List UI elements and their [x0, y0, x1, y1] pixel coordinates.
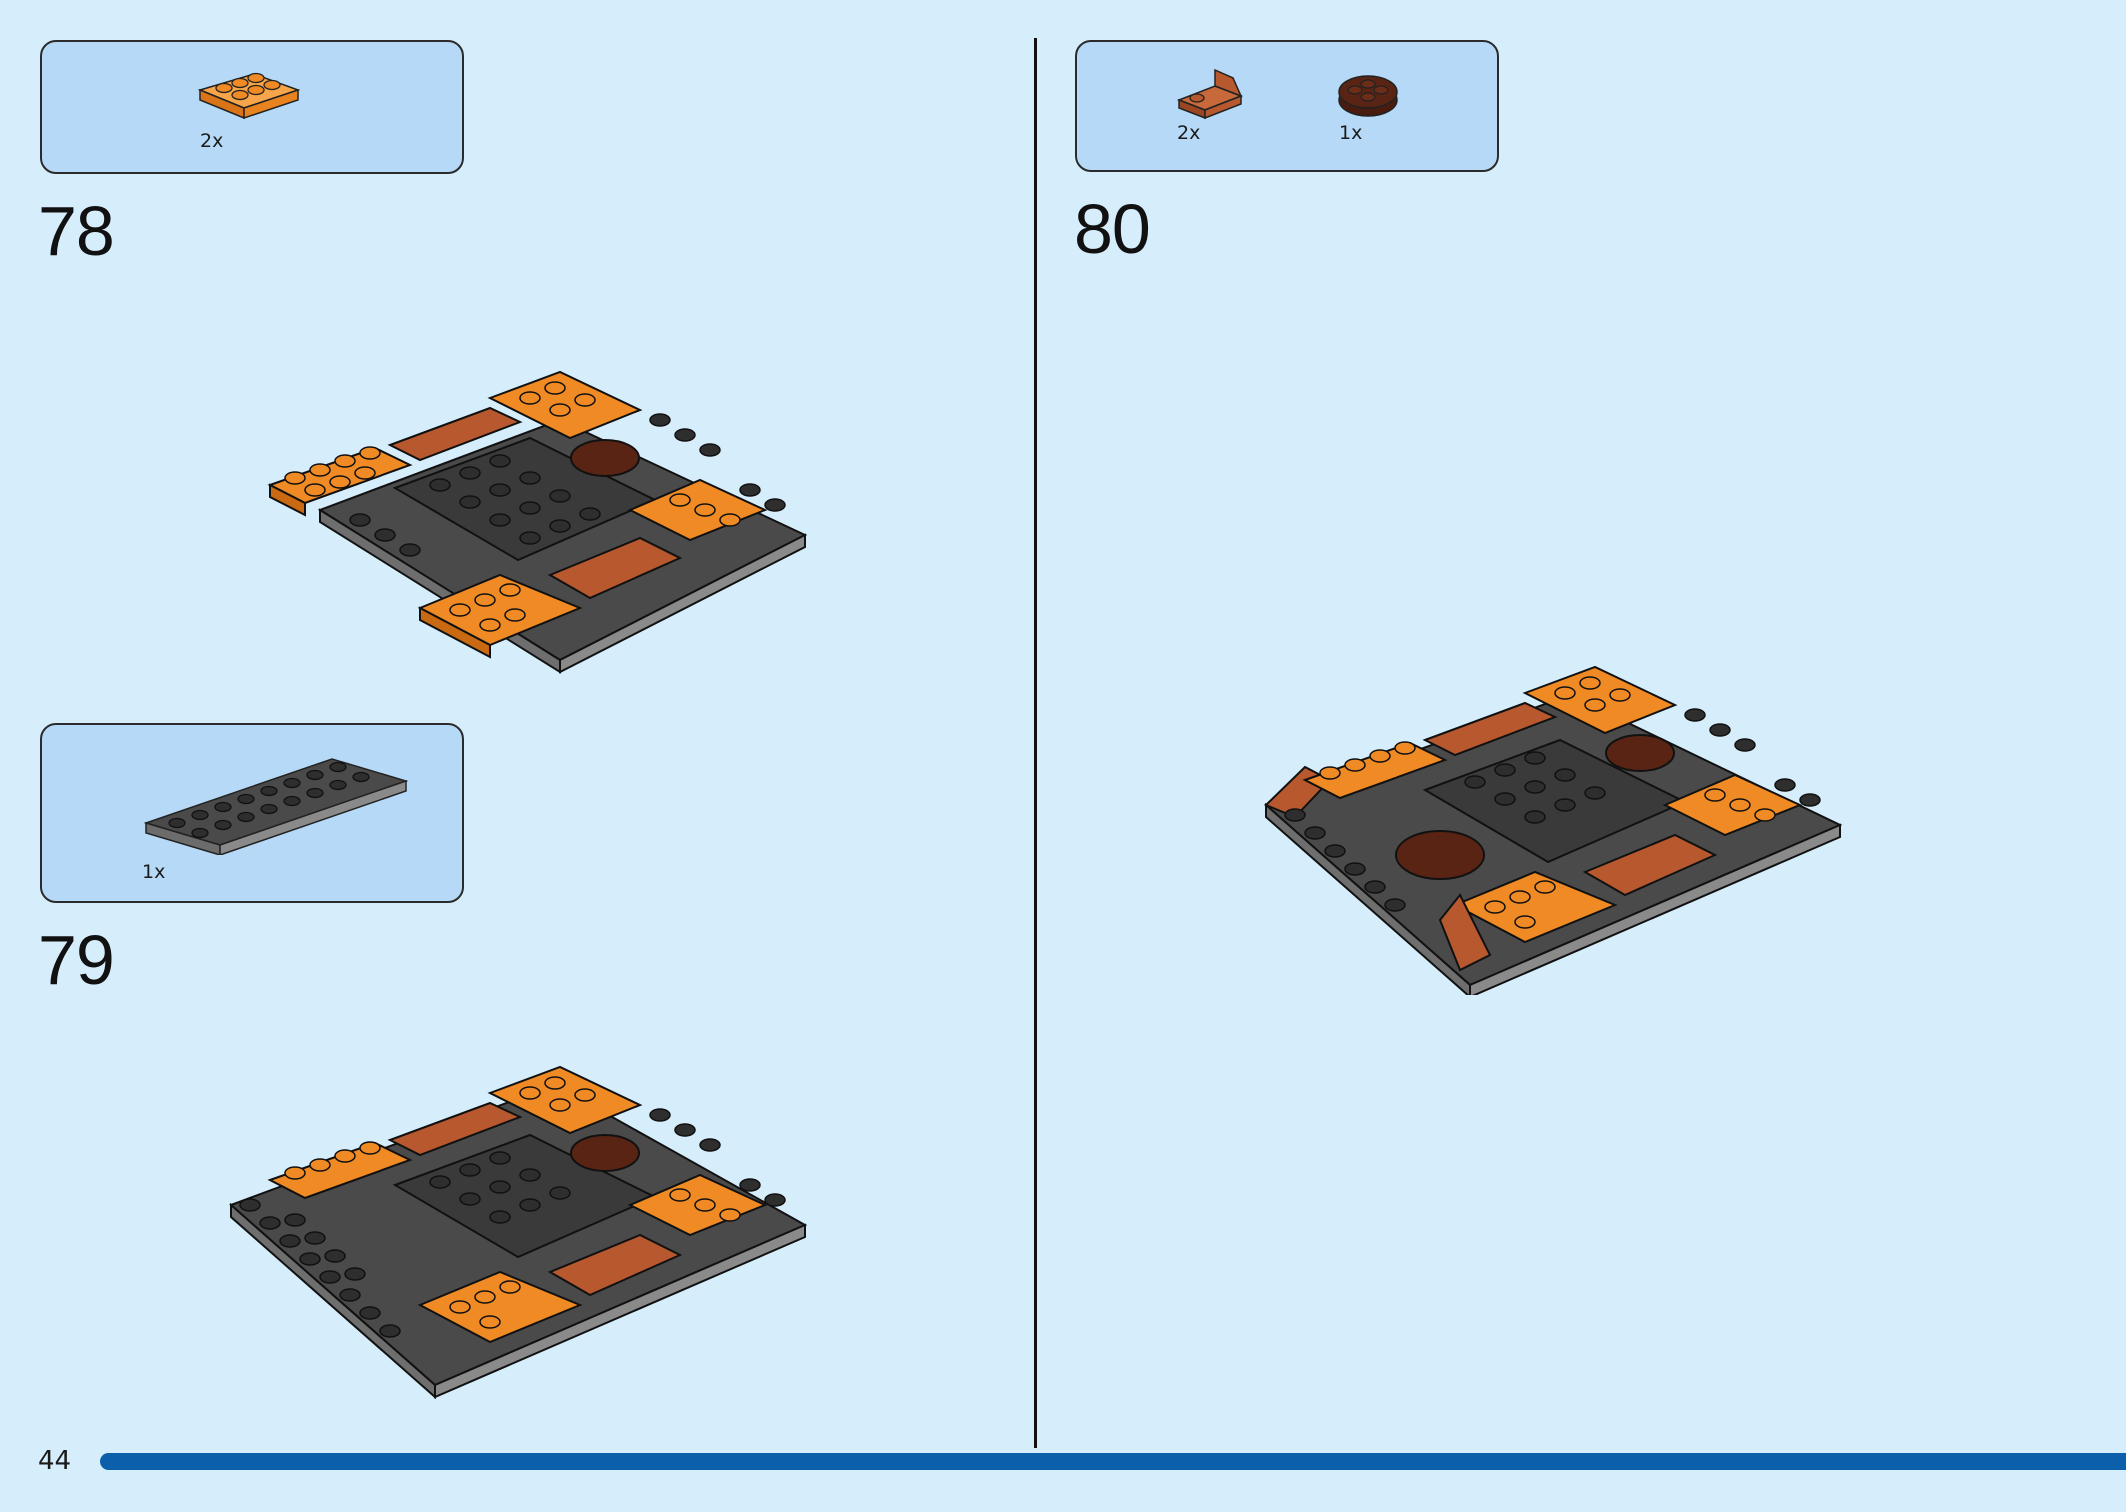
progress-bar [100, 1453, 2126, 1470]
orange-plate-bottom [417, 1270, 583, 1344]
step-number-79: 79 [38, 921, 115, 999]
step-number-78: 78 [38, 192, 115, 270]
step-78-model-illustration [267, 370, 808, 674]
reddish-brown-slope-corner-bottom [1438, 893, 1492, 972]
parts-callout-step-78: 2x [40, 40, 464, 174]
orange-plate-bottom [1452, 870, 1618, 944]
orange-plate-2x3-icon [197, 72, 301, 120]
step-80-model-illustration [1264, 665, 1843, 995]
part-quantity: 1x [142, 861, 166, 883]
dark-gray-plate-2x8-icon [143, 758, 409, 855]
parts-callout-step-80: 2x 1x [1075, 40, 1499, 172]
part-quantity: 1x [1339, 122, 1363, 144]
reddish-brown-slope-top [387, 1101, 523, 1157]
part-quantity: 2x [200, 130, 224, 152]
reddish-brown-slope-bottom [1582, 833, 1718, 897]
parts-callout-step-79: 1x [40, 723, 464, 903]
part-quantity: 2x [1177, 122, 1201, 144]
step-number-80: 80 [1074, 190, 1151, 268]
reddish-brown-slope-bottom [547, 1233, 683, 1297]
reddish-brown-slope-bracket-icon [1176, 68, 1244, 120]
dark-brown-round-plate [1605, 734, 1675, 772]
page-number: 44 [38, 1446, 72, 1476]
step-79-model-illustration [229, 1065, 808, 1400]
dark-brown-round-plate-icon [1338, 75, 1398, 117]
dark-brown-round-plate-new [1395, 830, 1485, 880]
reddish-brown-slope-top [1422, 701, 1558, 757]
dark-brown-round-plate [570, 439, 640, 477]
reddish-brown-slope-top [387, 406, 523, 462]
dark-brown-round-plate [570, 1134, 640, 1172]
reddish-brown-slope-bottom [547, 536, 683, 600]
page-divider [1034, 38, 1037, 1448]
